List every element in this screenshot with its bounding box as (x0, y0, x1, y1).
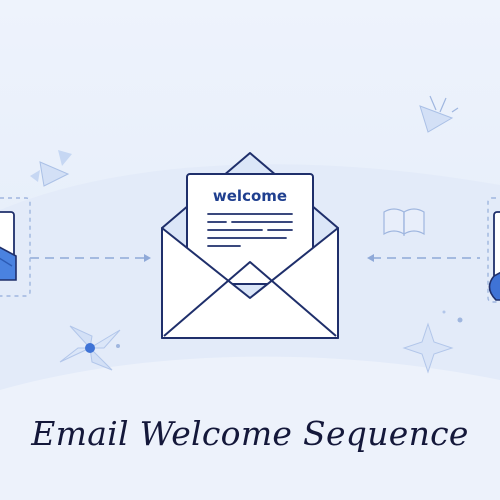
background-wave-lower (0, 356, 500, 500)
open-book-icon (383, 208, 425, 236)
paper-plane-icon (419, 95, 459, 133)
envelope-bottom-flap (163, 261, 337, 337)
envelope-partial-icon-right (487, 197, 500, 303)
arrow-right-icon (144, 254, 151, 262)
open-envelope-letter-icon (161, 152, 339, 339)
letter-text-lines (207, 213, 293, 247)
sparkle-icon-top-left (30, 150, 72, 187)
sparkle-icon-bottom-right (402, 310, 463, 374)
letter-sheet (186, 173, 314, 285)
caption-title: Email Welcome Sequence (31, 414, 469, 453)
envelope-front-pocket (161, 227, 339, 339)
pinwheel-icon (59, 325, 121, 371)
envelope-partial-icon-left (0, 197, 31, 297)
arrow-left-icon (367, 254, 374, 262)
letter-heading: welcome (213, 187, 287, 205)
